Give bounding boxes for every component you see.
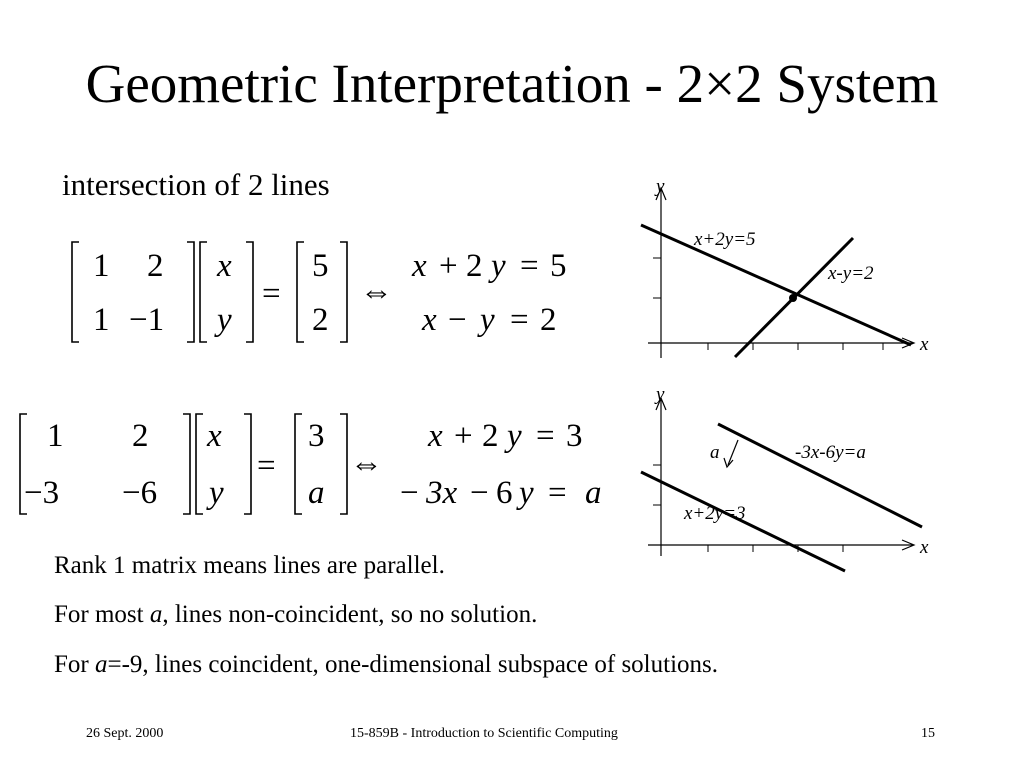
graph1-intersection-point [789,294,797,302]
graph1-x-arrow-icon [901,337,916,349]
s1-var-x: x [216,248,232,284]
s2-eq1-op1: + [454,418,473,454]
graph1-line1-label: x+2y=5 [693,229,756,250]
s1-eq1-rhs: 5 [550,248,567,284]
footer-course: 15-859B - Introduction to Scientific Com… [350,726,618,741]
s2-eq2-neg: − [400,475,419,511]
bullet-most-a-post: , lines non-coincident, so no solution. [162,601,538,628]
system1-equation: 1 2 1 −1 x y = 5 2 ⇔ x + 2 y = 5 x − y =… [71,241,567,343]
s2-eq1-coef: 2 [482,418,499,454]
graph2-y-label: y [654,384,665,405]
slide-title: Geometric Interpretation - 2×2 System [85,53,939,114]
graph2-shift-arrow-icon [723,457,734,469]
graph1-line2-label: x-y=2 [827,263,874,284]
s1-eq2-x: x [421,302,437,338]
bullet-coincident-post: =-9, lines coincident, one-dimensional s… [107,651,718,678]
footer-date: 26 Sept. 2000 [86,726,164,741]
graph2-x-arrow-icon [901,539,916,551]
s2-m22: −6 [122,475,157,511]
s1-eq1-x: x [411,248,427,284]
graph2-shift-arrow [727,439,739,466]
s2-m12: 2 [132,418,149,454]
s1-eq2-y: y [477,302,495,338]
s2-var-y: y [206,475,224,511]
s1-eq2-rhs: 2 [540,302,557,338]
bullet-coincident: For a=-9, lines coincident, one-dimensio… [54,650,718,680]
s1-var-y: y [214,302,232,338]
s2-eq1-x: x [427,418,443,454]
bullet-rank1: Rank 1 matrix means lines are parallel. [54,552,445,579]
s2-eq2-rhs: a [585,475,602,511]
s1-eq2-op1: − [448,302,467,338]
graph2-x-label: x [919,537,929,558]
s2-eq2-op1: − [470,475,489,511]
s2-eq1-y: y [504,418,522,454]
s2-m11: 1 [47,418,64,454]
graph1-intersecting-lines: y x x+2y=5 x-y=2 [640,176,929,359]
s2-iff: ⇔ [350,446,383,482]
s1-rhs2: 2 [312,302,329,338]
system1-brackets [71,241,348,343]
s2-m21: −3 [24,475,59,511]
s1-iff: ⇔ [360,274,393,310]
bullet-most-a: For most a, lines non-coincident, so no … [54,600,537,630]
graph2-line-x+2y=3 [640,470,846,573]
s2-var-x: x [206,418,222,454]
bullet-coincident-var: a [94,651,108,678]
s1-m11: 1 [93,248,110,284]
bullet-coincident-pre: For [54,651,95,678]
s1-eq1-y: y [488,248,506,284]
s2-eq2-y: y [516,475,534,511]
graph1-ticks [653,257,884,350]
s2-equals: = [257,448,276,484]
s2-eq2-eq: = [548,475,567,511]
graph2-line1-label: -3x-6y=a [795,442,866,463]
graph2-shift-label: a [710,442,720,463]
subtitle: intersection of 2 lines [62,167,330,202]
footer-page-number: 15 [921,726,935,741]
s1-eq1-op1: + [439,248,458,284]
s1-eq1-eq: = [520,248,539,284]
s1-m12: 2 [147,248,164,284]
graph1-y-arrow-icon [655,186,667,201]
s1-eq1-coef: 2 [466,248,483,284]
graph1-y-label: y [654,176,665,197]
s1-rhs1: 5 [312,248,329,284]
bullet-most-a-var: a [149,601,163,628]
graph2-ticks [653,464,844,552]
s1-m21: 1 [93,302,110,338]
graph2-parallel-lines: y x -3x-6y=a x+2y=3 a [640,384,929,573]
s2-eq1-eq: = [536,418,555,454]
s2-rhs1: 3 [308,418,325,454]
system2-equation: 1 2 −3 −6 x y = 3 a ⇔ x + 2 y = 3 − 3x −… [19,413,602,515]
graph1-x-label: x [919,334,929,355]
s1-equals: = [262,276,281,312]
graph2-line--3x-6y=a [717,422,923,529]
s2-eq1-rhs: 3 [566,418,583,454]
s2-rhs2: a [308,475,325,511]
s1-m22: −1 [129,302,164,338]
s2-eq2-3x: 3x [425,475,458,511]
graph2-line2-label: x+2y=3 [683,503,746,524]
graph1-line-x+2y=5 [640,223,912,347]
system2-brackets [19,413,348,515]
s1-eq2-eq: = [510,302,529,338]
s2-eq2-coef: 6 [496,475,513,511]
bullet-most-a-pre: For most [54,601,150,628]
graph2-y-arrow-icon [655,396,667,411]
